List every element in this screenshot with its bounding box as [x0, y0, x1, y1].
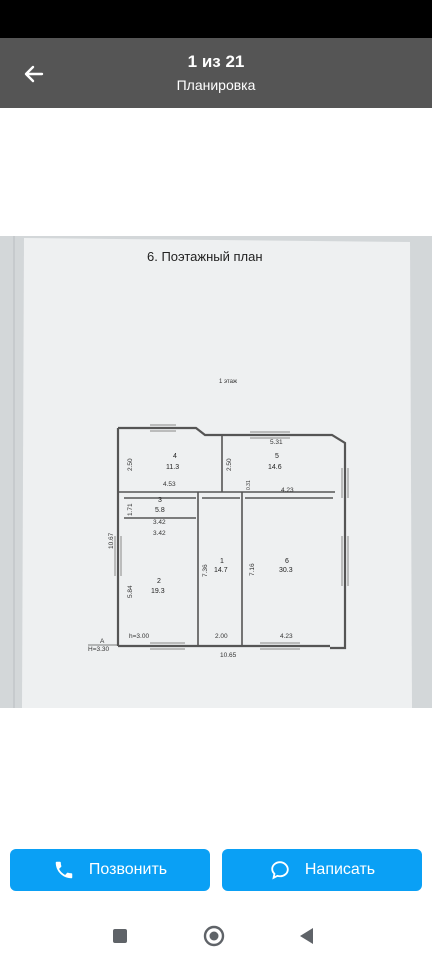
dimension: 3.42 — [153, 530, 166, 537]
arrow-left-icon — [24, 65, 44, 83]
status-bar — [0, 0, 432, 38]
dimension: 7.16 — [249, 563, 256, 576]
paper-sheet — [22, 238, 412, 708]
room-area: 11.3 — [166, 464, 179, 471]
dimension: 10.67 — [108, 532, 115, 549]
dimension: 0.31 — [246, 480, 252, 490]
floor-label: 1 этаж — [219, 379, 237, 385]
room-area: 5.8 — [155, 507, 165, 514]
dimension: 7.36 — [202, 564, 209, 577]
recent-apps-button[interactable] — [108, 924, 132, 948]
photo-caption: Планировка — [176, 77, 256, 93]
square-icon — [113, 929, 127, 943]
inner-walls — [118, 435, 335, 646]
call-button[interactable]: Позвонить — [10, 849, 210, 891]
dimension: 5.84 — [127, 585, 134, 598]
room-area: 14.7 — [214, 567, 228, 574]
floor-plan-photo[interactable]: 6. Поэтажный план 1 этаж — [0, 236, 432, 708]
call-button-label: Позвонить — [88, 861, 168, 878]
windows — [114, 424, 349, 650]
dimension: 2.50 — [127, 458, 134, 471]
room-area: 19.3 — [151, 588, 165, 595]
dimension: 3.42 — [153, 519, 166, 526]
write-button-label: Написать — [304, 861, 376, 878]
outer-walls — [116, 426, 347, 650]
room-number: 2 — [157, 578, 161, 585]
room-area: 14.6 — [268, 464, 282, 471]
dimension: 2.00 — [215, 633, 228, 640]
dimension: 10.65 — [220, 652, 237, 659]
room-number: 4 — [173, 453, 177, 460]
phone-icon — [55, 861, 73, 879]
gallery-header: 1 из 21 Планировка — [0, 38, 432, 108]
room-number: 6 — [285, 558, 289, 565]
dimension: h=3.00 — [129, 633, 149, 640]
home-button[interactable] — [202, 924, 226, 948]
write-button[interactable]: Написать — [222, 849, 422, 891]
room-labels: 4 11.3 5 14.6 3 5.8 1 14.7 6 30.3 2 19.3 — [151, 453, 293, 595]
room-number: 5 — [275, 453, 279, 460]
room-number: 1 — [220, 558, 224, 565]
dimension: A — [100, 638, 105, 645]
circle-icon — [203, 925, 225, 947]
back-nav-button[interactable] — [295, 924, 319, 948]
dimension: 2.50 — [226, 458, 233, 471]
chat-bubble-icon — [271, 861, 289, 880]
room-number: 3 — [158, 497, 162, 504]
dimension: 4.23 — [280, 633, 293, 640]
dimension: 4.53 — [163, 481, 176, 488]
dimension: H=3.30 — [88, 646, 110, 653]
photo-counter: 1 из 21 — [187, 52, 245, 71]
triangle-back-icon — [300, 928, 313, 944]
room-area: 30.3 — [279, 567, 293, 574]
system-nav-bar — [0, 910, 432, 960]
dimension: 4.23 — [281, 487, 294, 494]
dimension-labels: 2.50 4.53 2.50 5.31 4.23 0.31 1.71 3.42 … — [88, 439, 294, 659]
dimension: 1.71 — [127, 503, 134, 516]
plan-title: 6. Поэтажный план — [147, 249, 263, 264]
dimension: 5.31 — [270, 439, 283, 446]
back-button[interactable] — [14, 54, 54, 94]
